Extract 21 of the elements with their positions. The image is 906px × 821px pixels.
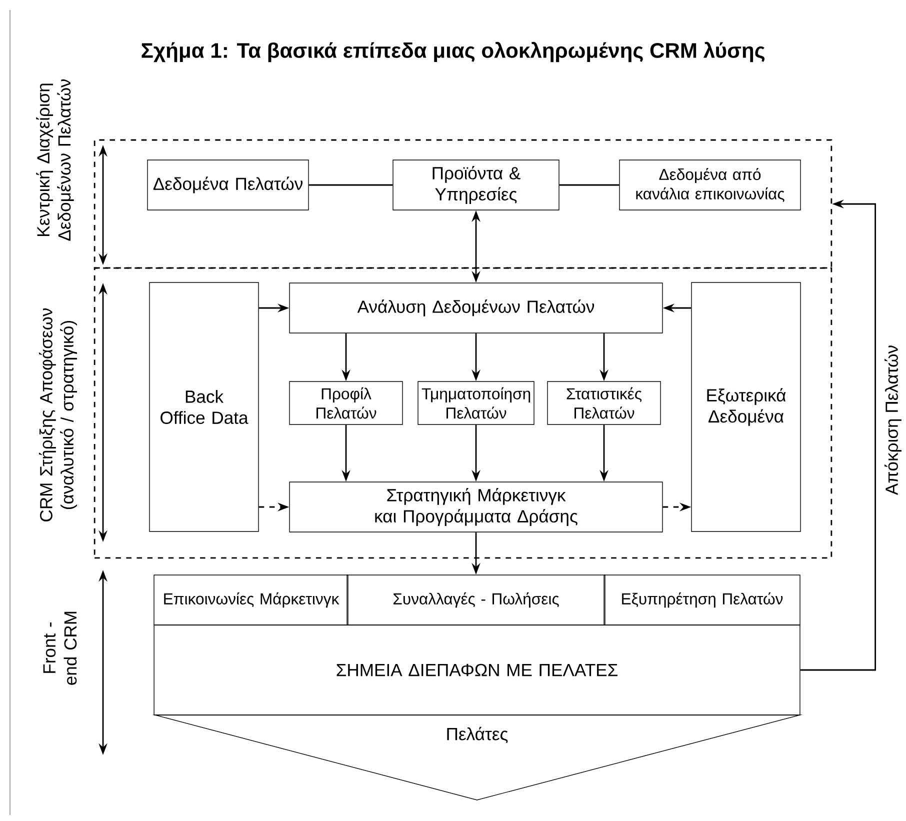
channel-box: Εξυπηρέτηση Πελατών xyxy=(604,574,800,626)
process-box: Δεδομένα Πελατών xyxy=(147,160,309,210)
side-label: Κεντρική Διαχείριση Δεδομένων Πελατών xyxy=(36,79,74,241)
channel-box: Συναλλαγές - Πωλήσεις xyxy=(346,574,606,626)
dashed-frame xyxy=(94,267,832,559)
process-box: Τμηματοποίηση Πελατών xyxy=(418,381,534,425)
process-box: Προϊόντα & Υπηρεσίες xyxy=(392,160,560,210)
process-box: Δεδομένα από κανάλια επικοινωνίας xyxy=(619,160,801,210)
channel-box: Επικοινωνίες Μάρκετινγκ xyxy=(154,574,348,626)
touchpoint-box: ΣΗΜΕΙΑ ΔΙΕΠΑΦΩΝ ΜΕ ΠΕΛΑΤΕΣ xyxy=(154,624,800,716)
side-label: Front - end CRM xyxy=(43,612,77,685)
title: Σχήμα 1: Τα βασικά επίπεδα μιας ολοκληρωμένης CRM λύσης xyxy=(142,42,764,62)
side-label: CRM Στήριξης Αποφάσεων (αναλυτικό / στρατηγικό) xyxy=(39,308,77,522)
process-box: Στρατηγική Μάρκετινγκ και Προγράμματα Δράσης xyxy=(289,482,663,532)
process-box: Ανάλυση Δεδομένων Πελατών xyxy=(289,282,663,334)
edge-label: Απόκριση Πελατών xyxy=(884,346,902,496)
data-box: Back Office Data xyxy=(149,282,259,532)
dashed-frame xyxy=(94,139,832,269)
process-box: Προφίλ Πελατών xyxy=(289,381,403,425)
process-box: Στατιστικές Πελατών xyxy=(547,381,661,425)
data-box: Εξωτερικά Δεδομένα xyxy=(691,282,801,532)
